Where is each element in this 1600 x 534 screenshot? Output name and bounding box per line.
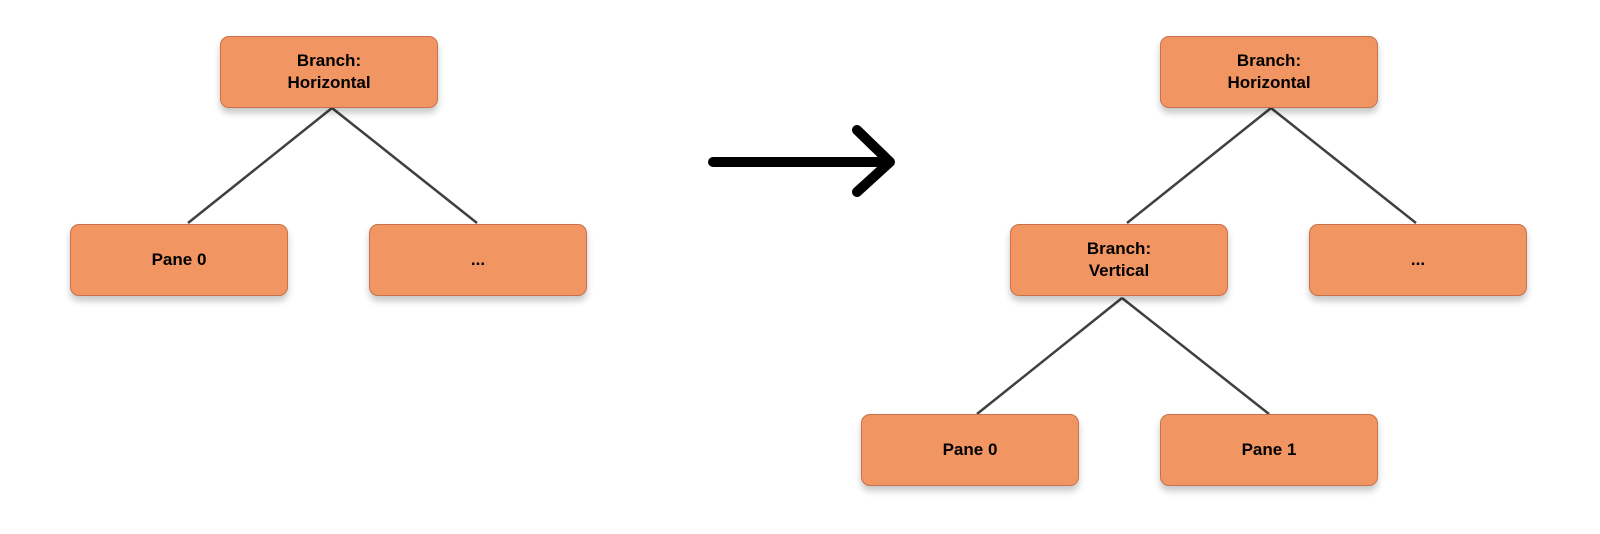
right-root-label-line1: Branch: [1236,51,1302,70]
left-rest-label: ... [470,250,486,269]
right-pane0-node: Pane 0 [861,414,1079,486]
edge-right-root-branch [1126,107,1272,224]
left-root-label-line1: Branch: [296,51,362,70]
left-pane0-node: Pane 0 [70,224,288,296]
right-branch-label-line1: Branch: [1086,239,1152,258]
edge-right-root-rest [1270,107,1417,224]
left-root-branch-node: Branch: Horizontal [220,36,438,108]
right-root-branch-node: Branch: Horizontal [1160,36,1378,108]
right-rest-node: ... [1309,224,1527,296]
right-pane0-label: Pane 0 [942,440,998,459]
right-pane1-node: Pane 1 [1160,414,1378,486]
edge-left-root-rest [331,107,478,224]
right-vertical-branch-node: Branch: Vertical [1010,224,1228,296]
right-rest-label: ... [1410,250,1426,269]
edge-left-root-pane0 [187,107,333,224]
left-pane0-label: Pane 0 [151,250,207,269]
right-pane1-label: Pane 1 [1241,440,1297,459]
right-branch-label-line2: Vertical [1088,261,1150,280]
left-root-label-line2: Horizontal [287,73,371,92]
right-root-label-line2: Horizontal [1227,73,1311,92]
left-rest-node: ... [369,224,587,296]
edge-right-branch-pane1 [1121,297,1270,415]
edge-right-branch-pane0 [976,297,1123,415]
right-arrow-icon [708,125,895,197]
